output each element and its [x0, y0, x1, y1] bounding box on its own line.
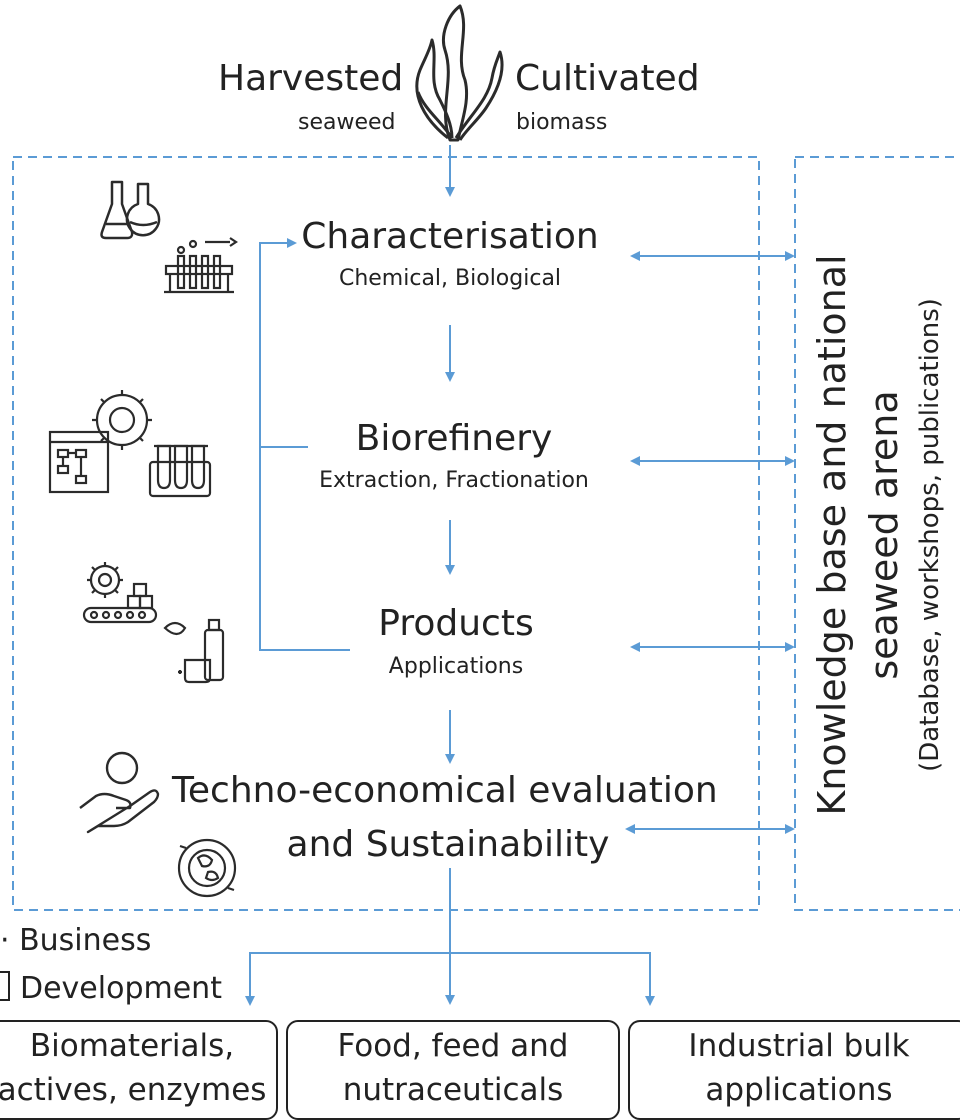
cosmetics-icon: [163, 618, 225, 684]
legend-development: Development: [0, 971, 222, 1006]
conveyor-gear-icon: [82, 562, 158, 624]
products-title: Products: [378, 603, 534, 644]
output-3-line-1: Industrial bulk: [688, 1028, 910, 1064]
output-1-line-1: Biomaterials,: [29, 1028, 235, 1064]
test-tube-rack-icon: [164, 237, 238, 294]
characterisation-title: Characterisation: [301, 216, 599, 257]
output-branch-line: [249, 952, 651, 1003]
output-box-biomaterials: Biomaterials, actives, enzymes: [0, 1020, 278, 1120]
knowledge-line-1: Knowledge base and national: [809, 254, 854, 816]
output-2-line-2: nutraceuticals: [342, 1072, 564, 1108]
seaweed-icon: [415, 4, 504, 142]
evaluation-line-1: Techno-economical evaluation: [172, 770, 718, 811]
process-flow-gear-icon: [48, 390, 152, 494]
output-1-line-2: actives, enzymes: [0, 1072, 267, 1108]
output-2-line-1: Food, feed and: [337, 1028, 569, 1064]
test-tubes-icon: [148, 444, 212, 498]
biomass-sublabel: biomass: [516, 110, 608, 135]
output-box-industrial: Industrial bulk applications: [628, 1020, 960, 1120]
knowledge-base-panel: Knowledge base and national seaweed aren…: [795, 155, 960, 915]
output-box-food: Food, feed and nutraceuticals: [286, 1020, 620, 1120]
legend-development-label: Development: [20, 971, 222, 1006]
legend-business-label: Business: [19, 923, 152, 958]
knowledge-line-2: seaweed arena: [861, 390, 906, 680]
legend-marker-dot: ·: [0, 923, 20, 958]
products-subtitle: Applications: [388, 654, 524, 679]
evaluation-line-2: and Sustainability: [286, 824, 610, 865]
biorefinery-subtitle: Extraction, Fractionation: [319, 468, 589, 493]
legend-marker-box: [0, 971, 10, 1001]
seaweed-sublabel: seaweed: [298, 110, 396, 135]
knowledge-line-3: (Database, workshops, publications): [914, 298, 945, 772]
earth-cycle-icon: [177, 838, 237, 898]
cultivated-label: Cultivated: [515, 58, 700, 99]
legend-business: · Business: [0, 923, 151, 958]
biorefinery-title: Biorefinery: [355, 418, 553, 459]
lab-flasks-icon: [100, 180, 161, 240]
money-hand-icon: [79, 751, 160, 834]
characterisation-subtitle: Chemical, Biological: [338, 266, 562, 291]
output-3-line-2: applications: [705, 1072, 893, 1108]
harvested-label: Harvested: [218, 58, 404, 99]
